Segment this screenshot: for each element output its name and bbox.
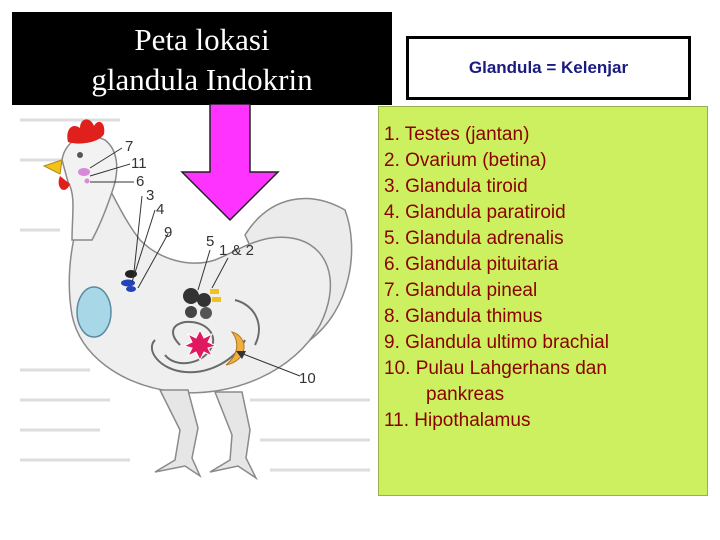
legend-item: 5. Glandula adrenalis <box>384 228 564 249</box>
legend-item-continuation: pankreas <box>426 384 505 405</box>
label-9: 9 <box>164 224 172 241</box>
legend-item: 11. Hipothalamus <box>384 410 531 431</box>
legend-item: 9. Glandula ultimo brachial <box>384 332 609 353</box>
legend-panel <box>378 106 708 496</box>
pointer-arrowhead-icon <box>236 351 246 359</box>
thymus-gland <box>76 286 112 338</box>
pituitary-gland <box>84 178 90 184</box>
label-10: 10 <box>299 370 316 387</box>
label-3: 3 <box>146 187 154 204</box>
legend-item: 6. Glandula pituitaria <box>384 254 559 275</box>
wattle <box>58 176 70 190</box>
definition-box: Glandula = Kelenjar <box>406 36 691 100</box>
pancreas <box>225 331 245 366</box>
eye-icon <box>77 152 83 158</box>
title-box: Peta lokasi glandula Indokrin <box>12 12 392 105</box>
label-1-and-2: 1 & 2 <box>219 242 254 259</box>
definition-text: Glandula = Kelenjar <box>468 58 629 77</box>
beak-icon <box>42 159 63 175</box>
title-line-2: glandula Indokrin <box>91 62 313 97</box>
label-4: 4 <box>156 201 164 218</box>
adrenal-gonad-glands <box>183 288 221 319</box>
label-6: 6 <box>136 173 144 190</box>
intestine-loops <box>150 299 260 374</box>
comb <box>67 119 105 144</box>
legend-item: 7. Glandula pineal <box>384 280 538 301</box>
leader-lines <box>89 147 301 377</box>
legend-item: 8. Glandula thimus <box>384 306 543 327</box>
legend-item: 2. Ovarium (betina) <box>384 150 547 171</box>
label-5: 5 <box>206 233 214 250</box>
label-7: 7 <box>125 138 133 155</box>
background-text <box>20 118 370 472</box>
islets-starburst-icon <box>182 328 218 362</box>
legend-list: 1. Testes (jantan) 2. Ovarium (betina) 3… <box>384 122 609 434</box>
hypothalamus-gland <box>78 168 90 176</box>
legend-item: 1. Testes (jantan) <box>384 124 530 145</box>
label-11: 11 <box>131 155 147 172</box>
chicken-diagram: 7 11 6 3 4 9 5 1 & 2 10 <box>20 118 370 481</box>
chicken-legs <box>154 389 258 481</box>
title-line-1: Peta lokasi <box>134 22 270 57</box>
legend-item: 10. Pulau Lahgerhans dan <box>384 358 607 379</box>
legend-item: 4. Glandula paratiroid <box>384 202 566 223</box>
chicken-body <box>68 189 332 394</box>
down-arrow-icon <box>180 104 280 222</box>
legend-item: 3. Glandula tiroid <box>384 176 528 197</box>
